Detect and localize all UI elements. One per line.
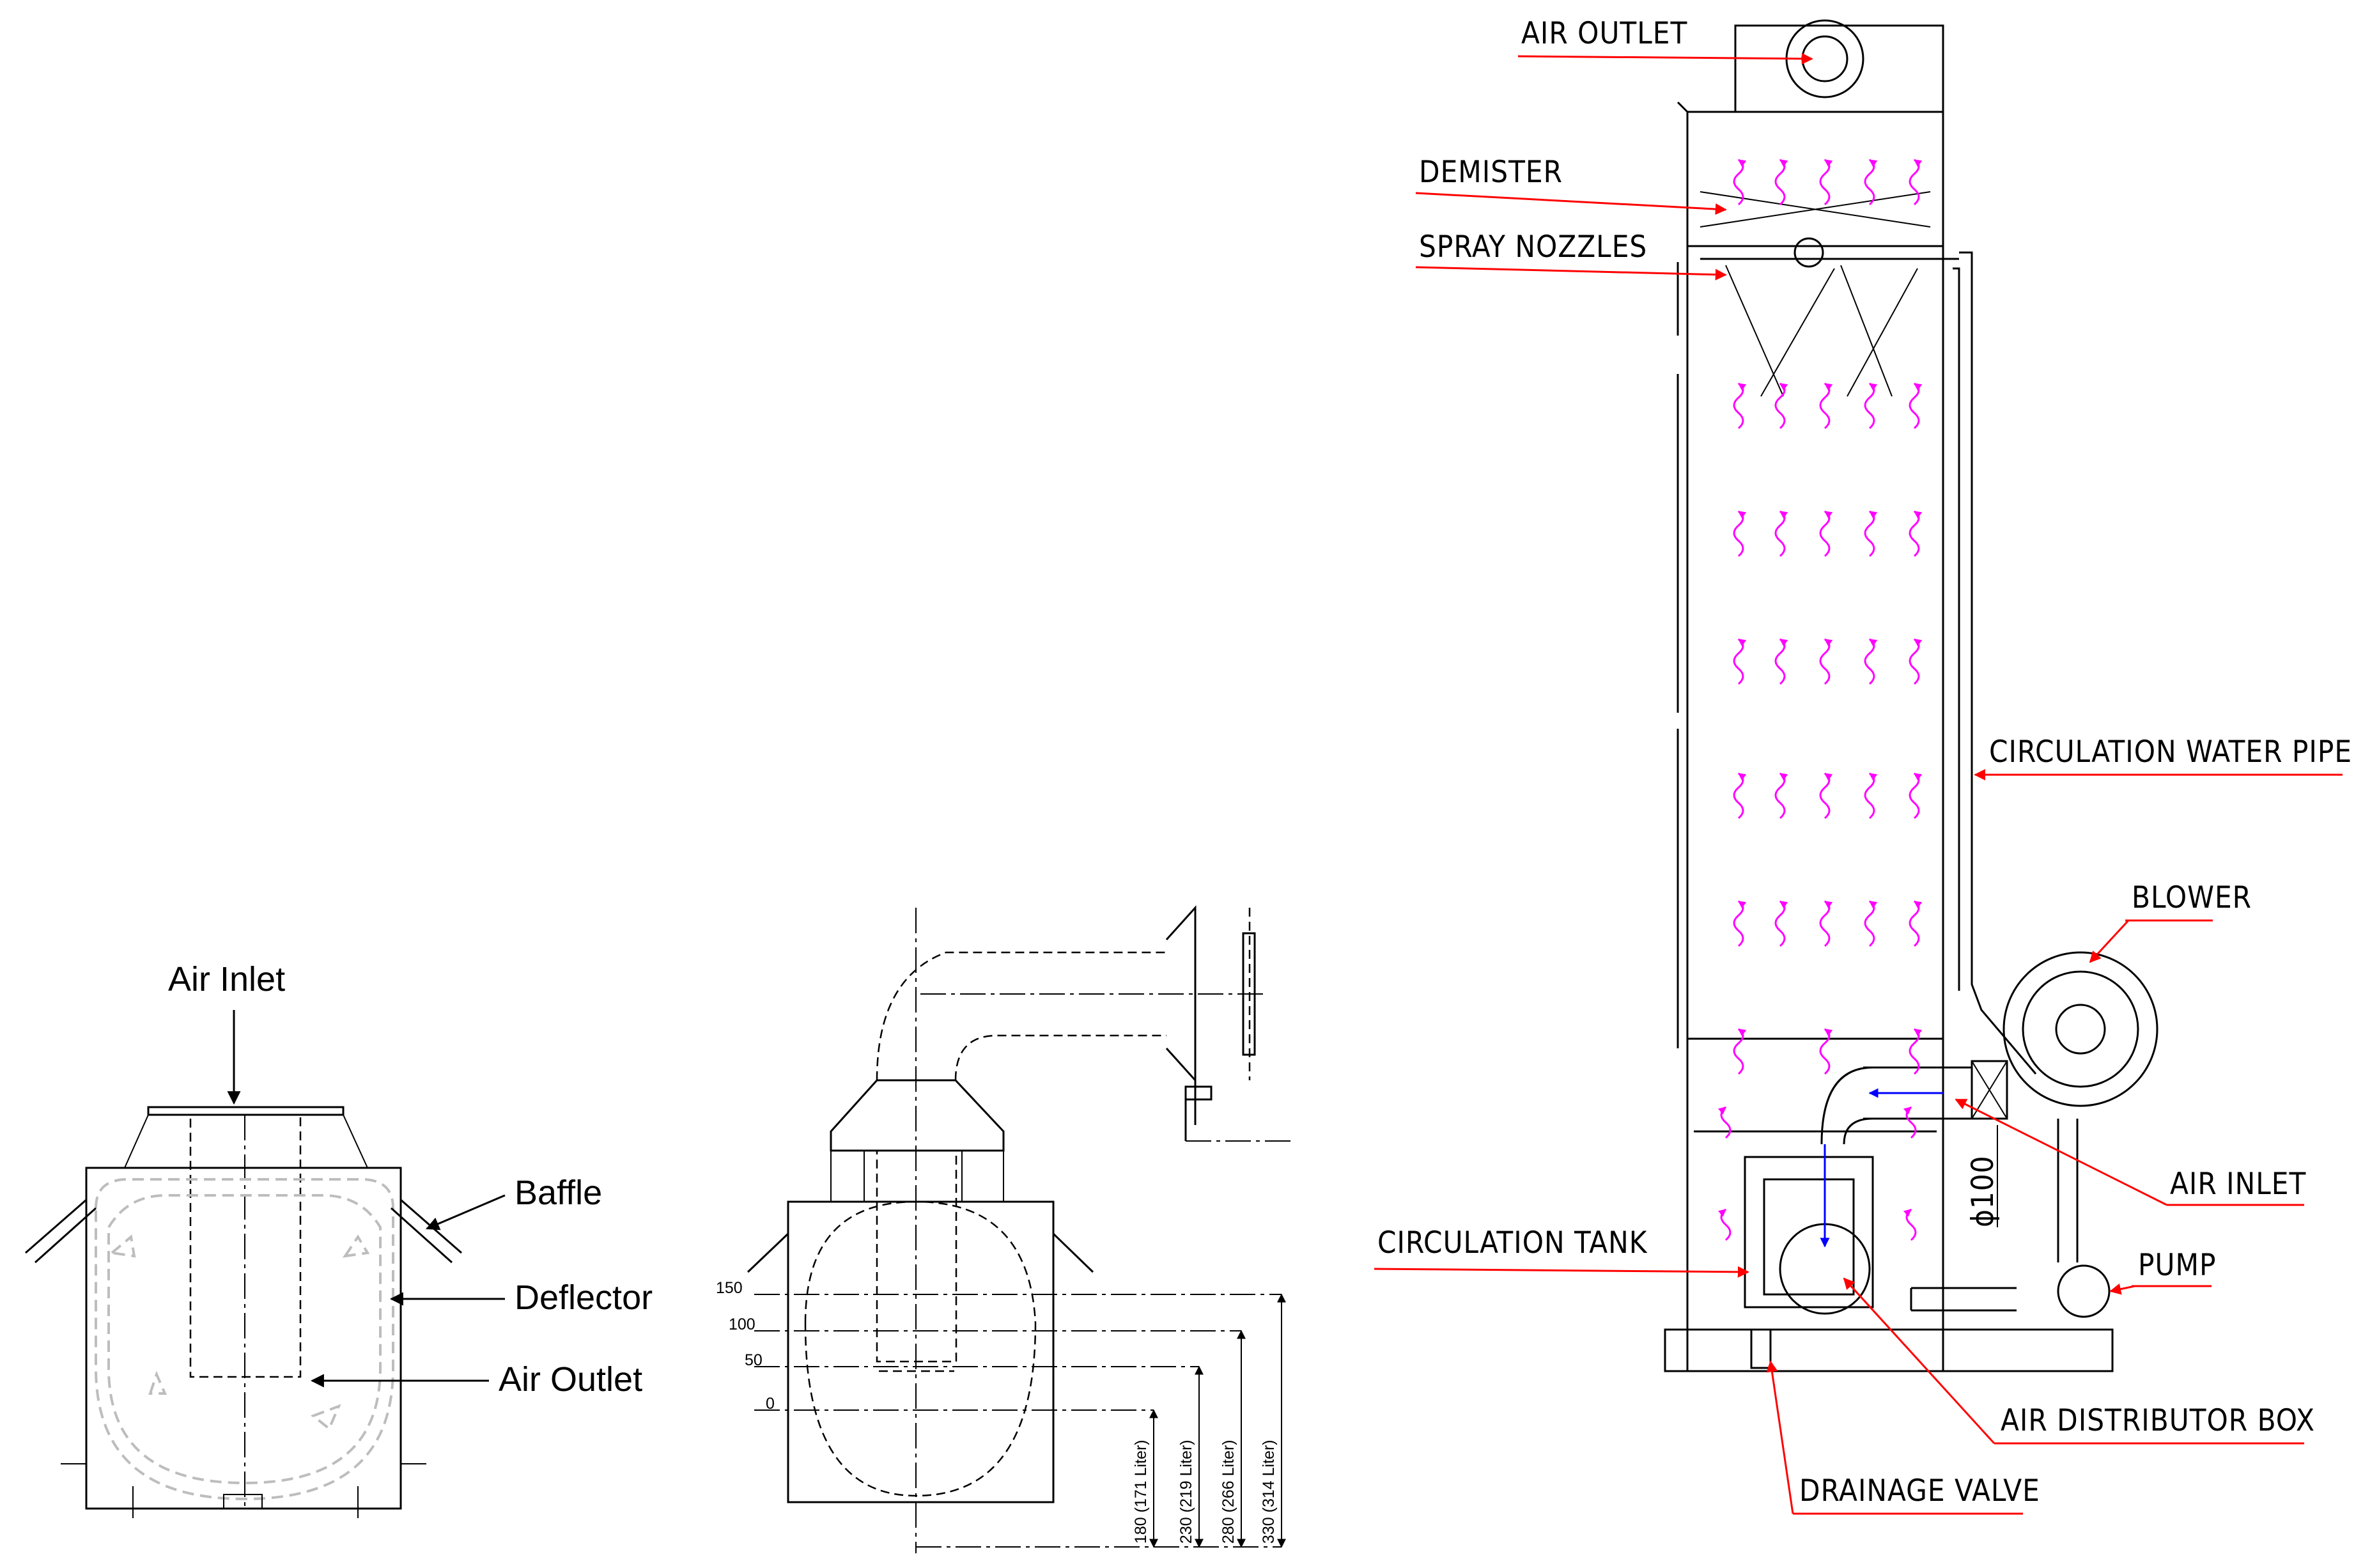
left-air-inlet-label: Air Inlet (168, 960, 285, 998)
airflow-wiggle (1774, 159, 1788, 206)
airflow-wiggle (1864, 382, 1878, 430)
airflow-wiggle (1909, 382, 1923, 430)
dim-230: 230 (219 Liter) (1177, 1440, 1195, 1544)
airflow-wiggle (1819, 900, 1833, 947)
airflow-wiggle (1717, 1106, 1732, 1139)
level-0: 0 (766, 1395, 775, 1413)
drainage-valve-label: DRAINAGE VALVE (1799, 1473, 2040, 1509)
deflector-label: Deflector (515, 1278, 653, 1317)
airflow-wiggle (1819, 1028, 1833, 1075)
airflow-wiggle (1909, 900, 1923, 947)
circulation-tank-label: CIRCULATION TANK (1377, 1225, 1648, 1261)
airflow-wiggle (1774, 382, 1788, 430)
airflow-wiggle (1774, 510, 1788, 557)
airflow-wiggle (1909, 1028, 1923, 1075)
baffle-label: Baffle (515, 1174, 602, 1212)
airflow-wiggle (1819, 382, 1833, 430)
airflow-wiggle (1733, 1028, 1747, 1075)
airflow-wiggle (1717, 1208, 1732, 1241)
airflow-wiggle (1774, 900, 1788, 947)
level-150: 150 (716, 1279, 743, 1297)
airflow-wiggle (1733, 638, 1747, 685)
airflow-wiggle (1819, 638, 1833, 685)
airflow-wiggle (1819, 510, 1833, 557)
airflow-wiggle (1909, 510, 1923, 557)
diameter-label: ϕ100 (1965, 1155, 2001, 1227)
airflow-wiggle (1819, 772, 1833, 819)
airflow-wiggle (1909, 159, 1923, 206)
airflow-wiggle (1909, 638, 1923, 685)
airflow-wiggle (1733, 900, 1747, 947)
right-scrubber-diagram: AIR OUTLET DEMISTER SPRAY NOZZLES CIRCUL… (1374, 16, 2352, 1515)
spray-nozzles-label: SPRAY NOZZLES (1419, 229, 1647, 265)
air-inlet-label: AIR INLET (2170, 1167, 2306, 1202)
air-distributor-box-label: AIR DISTRIBUTOR BOX (2001, 1403, 2315, 1438)
airflow-wiggle (1864, 159, 1878, 206)
airflow-wiggle (1733, 382, 1747, 430)
blower-label: BLOWER (2132, 880, 2252, 915)
left-tank-diagram: Air Inlet Baffle Deflector Air Outlet (25, 960, 653, 1518)
level-100: 100 (729, 1316, 755, 1333)
airflow-wiggle (1903, 1208, 1917, 1241)
airflow-wiggle (1903, 1106, 1917, 1139)
air-outlet-label: AIR OUTLET (1521, 16, 1687, 51)
airflow-wiggle (1864, 638, 1878, 685)
dim-280: 280 (266 Liter) (1220, 1440, 1237, 1544)
airflow-wiggle (1733, 510, 1747, 557)
demister-label: DEMISTER (1419, 155, 1563, 190)
airflow-wiggle (1819, 159, 1833, 206)
airflow-wiggle (1864, 510, 1878, 557)
dim-180: 180 (171 Liter) (1132, 1440, 1150, 1544)
airflow-wiggle (1774, 638, 1788, 685)
left-air-outlet-label: Air Outlet (499, 1360, 642, 1399)
pump-label: PUMP (2138, 1248, 2216, 1283)
circulation-water-pipe-label: CIRCULATION WATER PIPE (1989, 734, 2352, 770)
airflow-arrows (1717, 159, 1923, 1241)
airflow-wiggle (1733, 772, 1747, 819)
airflow-wiggle (1864, 900, 1878, 947)
airflow-wiggle (1733, 159, 1747, 206)
airflow-wiggle (1774, 772, 1788, 819)
dim-330: 330 (314 Liter) (1260, 1440, 1278, 1544)
middle-tank-diagram: 150 100 50 0 180 (171 Liter) 230 (219 Li… (716, 905, 1294, 1553)
level-50: 50 (745, 1351, 763, 1369)
airflow-wiggle (1909, 772, 1923, 819)
airflow-wiggle (1864, 772, 1878, 819)
